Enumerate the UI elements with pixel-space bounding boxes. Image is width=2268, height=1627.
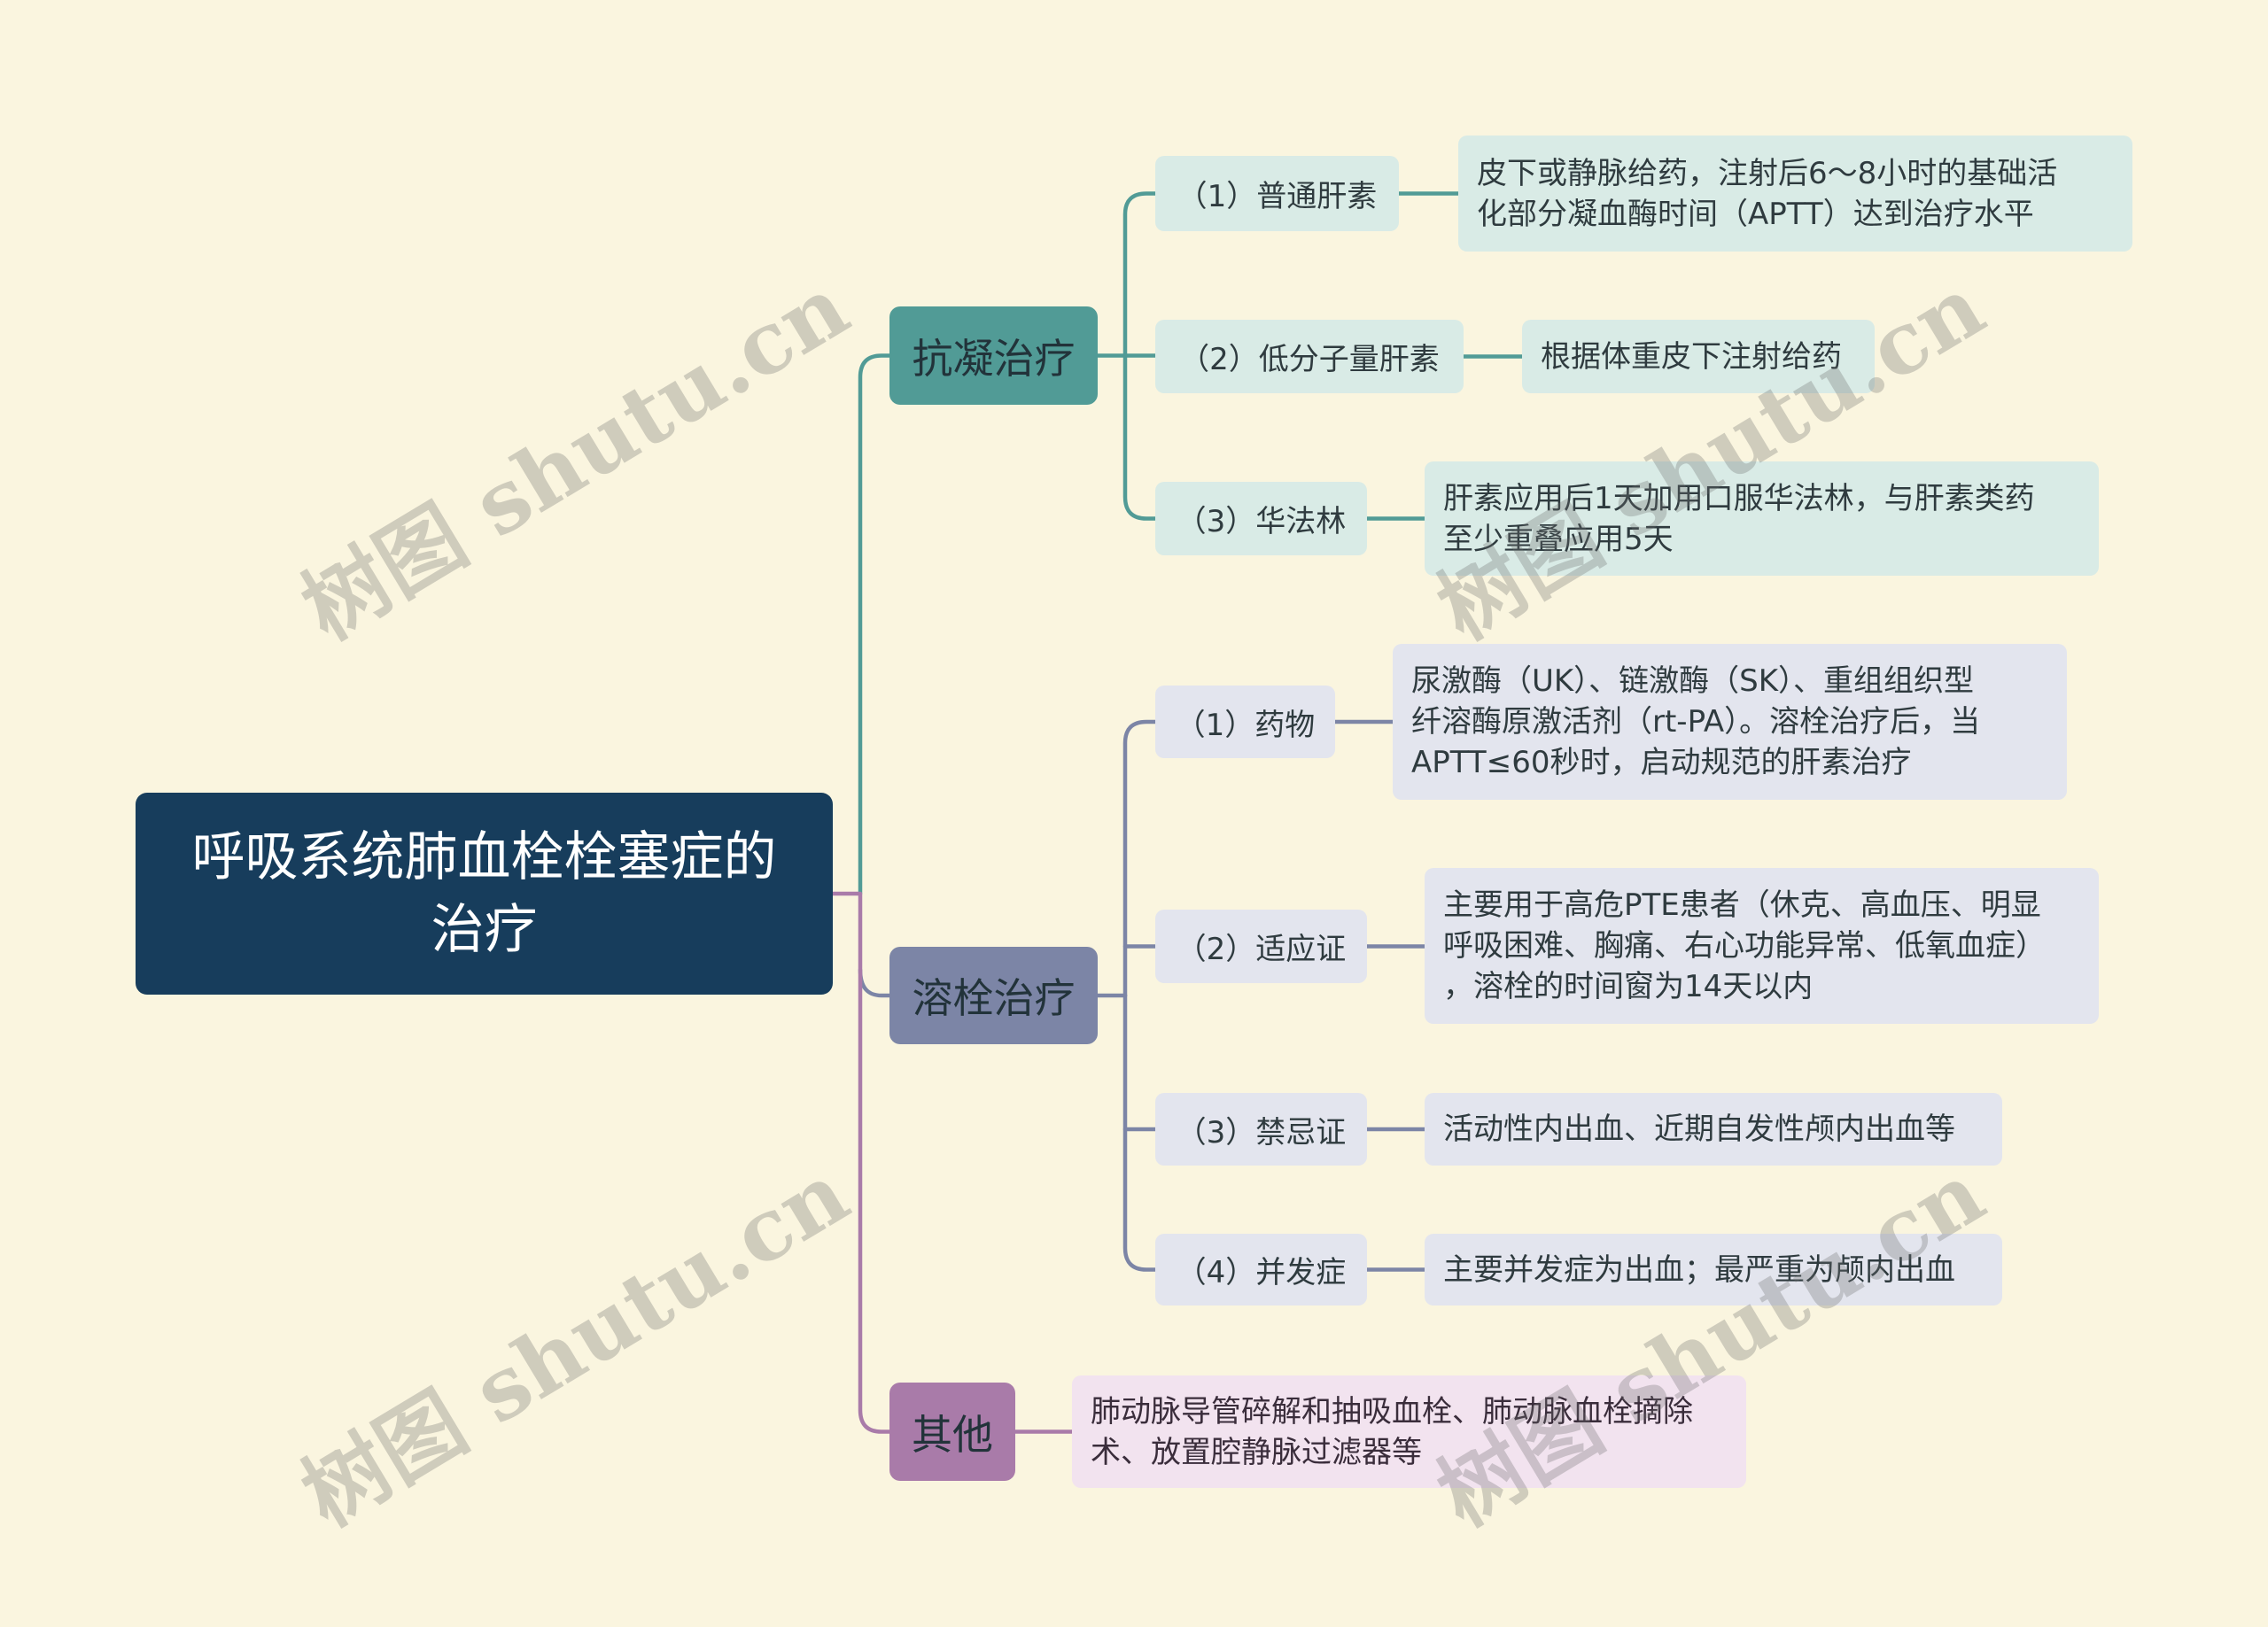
detail-line: 主要并发症为出血；最严重为颅内出血	[1443, 1251, 1955, 1288]
connector-root-other	[830, 891, 892, 1434]
branch-anticoagulation[interactable]: 抗凝治疗	[889, 306, 1098, 405]
detail-other[interactable]: 肺动脉导管碎解和抽吸血栓、肺动脉血栓摘除 术、放置腔静脉过滤器等	[1072, 1375, 1746, 1488]
connector-thrombo-item-4	[1122, 993, 1158, 1272]
subtopic-label: （1）普通肝素	[1177, 179, 1378, 214]
detail-line: ，溶栓的时间窗为14天以内	[1443, 969, 1814, 1004]
detail-line: APTT≤60秒时，启动规范的肝素治疗	[1411, 745, 1912, 780]
detail-line: 根据体重皮下注射给药	[1541, 338, 1842, 375]
subtopic-label: （2）低分子量肝素	[1179, 342, 1440, 377]
subtopic-thrombo-4[interactable]: （4）并发症	[1155, 1234, 1367, 1305]
subtopic-thrombo-2[interactable]: （2）适应证	[1155, 910, 1367, 983]
connector-root-anticoagulation	[858, 353, 892, 896]
detail-line: 肝素应用后1天加用口服华法林，与肝素类药	[1443, 480, 2035, 516]
detail-thrombo-2[interactable]: 主要用于高危PTE患者（休克、高血压、明显 呼吸困难、胸痛、右心功能异常、低氧血…	[1425, 868, 2099, 1024]
branch-label: 抗凝治疗	[912, 334, 1076, 383]
connector-anticoag-item-1	[1122, 191, 1158, 358]
connector-root-thrombolysis	[858, 967, 892, 998]
detail-line: 活动性内出血、近期自发性颅内出血等	[1443, 1112, 1955, 1147]
subtopic-thrombo-1[interactable]: （1）药物	[1155, 686, 1335, 758]
detail-thrombo-1[interactable]: 尿激酶（UK）、链激酶（SK）、重组组织型 纤溶酶原激活剂（rt-PA）。溶栓治…	[1393, 644, 2067, 800]
subtopic-label: （1）药物	[1175, 707, 1316, 743]
detail-line: 呼吸困难、胸痛、右心功能异常、低氧血症）	[1443, 928, 2046, 964]
subtopic-label: （4）并发症	[1176, 1255, 1347, 1290]
connector-anticoag-item-3	[1122, 353, 1158, 521]
detail-line: 术、放置腔静脉过滤器等	[1091, 1434, 1422, 1470]
subtopic-label: （3）禁忌证	[1176, 1114, 1347, 1151]
branch-thrombolysis[interactable]: 溶栓治疗	[889, 947, 1098, 1044]
root-title-line: 呼吸系统肺血栓栓塞症的	[191, 826, 777, 888]
subtopic-anticoag-1[interactable]: （1）普通肝素	[1155, 156, 1399, 231]
detail-line: 皮下或静脉给药，注射后6～8小时的基础活	[1477, 155, 2058, 191]
detail-anticoag-2[interactable]: 根据体重皮下注射给药	[1522, 320, 1875, 393]
detail-line: 肺动脉导管碎解和抽吸血栓、肺动脉血栓摘除	[1091, 1393, 1693, 1429]
root-topic[interactable]: 呼吸系统肺血栓栓塞症的 治疗	[136, 793, 833, 995]
detail-thrombo-3[interactable]: 活动性内出血、近期自发性颅内出血等	[1425, 1093, 2002, 1166]
detail-line: 纤溶酶原激活剂（rt-PA）。溶栓治疗后，当	[1411, 704, 1981, 740]
subtopic-thrombo-3[interactable]: （3）禁忌证	[1155, 1093, 1367, 1166]
branch-other[interactable]: 其他	[889, 1383, 1015, 1481]
subtopic-label: （3）华法林	[1176, 504, 1347, 539]
root-title-line: 治疗	[431, 899, 538, 961]
detail-anticoag-1[interactable]: 皮下或静脉给药，注射后6～8小时的基础活 化部分凝血酶时间（APTT）达到治疗水…	[1458, 136, 2132, 252]
subtopic-anticoag-3[interactable]: （3）华法林	[1155, 482, 1367, 555]
detail-line: 尿激酶（UK）、链激酶（SK）、重组组织型	[1411, 663, 1975, 699]
branch-label: 溶栓治疗	[912, 974, 1076, 1022]
detail-anticoag-3[interactable]: 肝素应用后1天加用口服华法林，与肝素类药 至少重叠应用5天	[1425, 461, 2099, 576]
branch-label: 其他	[912, 1410, 993, 1459]
detail-thrombo-4[interactable]: 主要并发症为出血；最严重为颅内出血	[1425, 1234, 2002, 1305]
detail-line: 主要用于高危PTE患者（休克、高血压、明显	[1443, 887, 2041, 923]
subtopic-anticoag-2[interactable]: （2）低分子量肝素	[1155, 320, 1464, 393]
connector-thrombo-item-1	[1122, 719, 1158, 998]
subtopic-label: （2）适应证	[1176, 932, 1347, 967]
detail-line: 至少重叠应用5天	[1443, 521, 1674, 557]
detail-line: 化部分凝血酶时间（APTT）达到治疗水平	[1477, 196, 2034, 232]
